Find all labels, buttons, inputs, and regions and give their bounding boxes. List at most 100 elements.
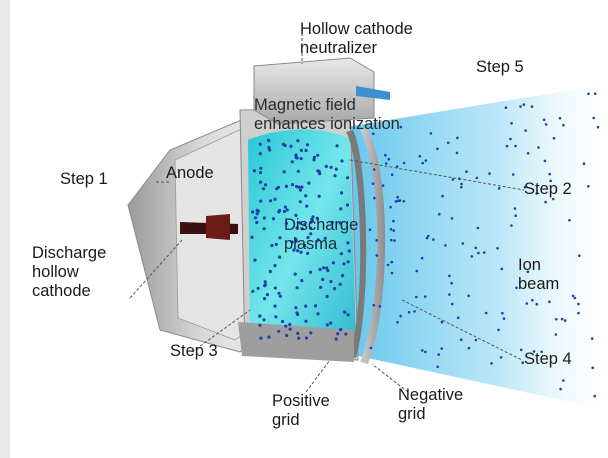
- ion-dot: [467, 346, 471, 350]
- ion-dot: [522, 103, 526, 106]
- ion-dot: [524, 129, 527, 132]
- ion-dot: [259, 180, 263, 184]
- ion-dot: [318, 172, 322, 176]
- ion-dot: [256, 286, 260, 290]
- ion-dot: [554, 333, 558, 336]
- ion-dot: [339, 252, 343, 256]
- ion-dot: [525, 302, 529, 305]
- ion-dot: [475, 176, 479, 180]
- ion-dot: [255, 212, 259, 216]
- ion-dot: [504, 106, 508, 109]
- ion-dot: [258, 314, 262, 318]
- ion-dot: [396, 195, 399, 199]
- ion-dot: [573, 296, 577, 300]
- ion-dot: [258, 152, 262, 156]
- ion-dot: [392, 219, 395, 223]
- label-step-3: Step 3: [170, 342, 218, 360]
- ion-dot: [278, 208, 282, 213]
- ion-dot: [540, 350, 543, 354]
- ion-dot: [460, 186, 463, 189]
- ion-dot: [323, 236, 327, 240]
- ion-dot: [448, 274, 451, 278]
- ion-dots: [250, 92, 600, 398]
- ion-dot: [278, 255, 282, 259]
- ion-dot: [526, 152, 530, 155]
- ion-dot: [329, 321, 333, 325]
- ion-dot: [271, 217, 276, 221]
- ion-dot: [500, 267, 504, 271]
- label-anode: Anode: [166, 164, 214, 182]
- ion-dot: [258, 171, 263, 175]
- ion-dot: [526, 270, 530, 274]
- leader-lines: [129, 28, 525, 393]
- ion-dot: [325, 323, 329, 327]
- ion-dot: [285, 208, 289, 212]
- ion-dot: [324, 164, 328, 168]
- ion-dot: [333, 287, 337, 291]
- ion-dot: [390, 238, 393, 242]
- ion-dot: [262, 318, 266, 322]
- ion-dot: [262, 227, 266, 231]
- ion-dot: [555, 318, 558, 321]
- ion-dot: [296, 331, 300, 335]
- ion-dot: [450, 217, 454, 220]
- ion-dot: [346, 241, 350, 245]
- ion-dot: [537, 146, 540, 149]
- ion-dot: [544, 200, 547, 204]
- label-step-4: Step 4: [524, 350, 572, 368]
- ion-dot: [390, 271, 394, 275]
- ion-dot: [250, 235, 254, 239]
- ion-dot: [558, 116, 562, 120]
- ion-dot: [275, 187, 279, 191]
- bottom-ring: [238, 322, 354, 362]
- ion-dot: [499, 356, 503, 359]
- ion-dot: [548, 172, 551, 176]
- ion-thruster-illustration: [127, 28, 608, 410]
- ion-dot: [399, 125, 403, 129]
- ion-dot: [427, 234, 430, 238]
- ion-dot: [340, 159, 344, 163]
- ion-dot: [438, 212, 441, 216]
- ion-dot: [312, 158, 316, 162]
- ion-dot: [329, 165, 333, 169]
- ion-dot: [307, 181, 311, 185]
- ion-dot: [309, 226, 313, 230]
- ion-dot: [300, 279, 304, 283]
- ion-dot: [262, 297, 267, 301]
- ion-dot: [339, 328, 343, 332]
- ion-dot: [415, 295, 418, 299]
- ion-dot: [298, 221, 302, 225]
- label-hollow-cathode-neutralizer: Hollow cathode neutralizer: [300, 20, 413, 57]
- ion-dot: [513, 207, 517, 210]
- ion-dot: [255, 220, 259, 225]
- ion-dot: [296, 249, 300, 253]
- ion-dot: [389, 227, 393, 231]
- ion-dot: [259, 199, 263, 203]
- ion-dot: [294, 155, 298, 159]
- ion-dot: [384, 153, 387, 157]
- ion-dot: [415, 269, 419, 273]
- ion-dot: [259, 336, 263, 340]
- ion-dot: [344, 332, 348, 336]
- ion-dot: [289, 144, 293, 148]
- ion-dot: [501, 311, 504, 315]
- ion-dot: [295, 226, 299, 230]
- ion-dot: [535, 302, 539, 306]
- ion-dot: [429, 132, 433, 135]
- ion-dot: [305, 143, 310, 147]
- ion-dot: [316, 238, 320, 242]
- ion-dot: [398, 199, 402, 202]
- ion-dot: [510, 122, 513, 125]
- ion-dot: [514, 144, 517, 148]
- ion-dot: [394, 200, 398, 203]
- ion-dot: [295, 286, 299, 290]
- ion-dot: [590, 337, 594, 340]
- ion-dot: [467, 294, 470, 298]
- ion-dot: [386, 263, 390, 267]
- ion-dot: [371, 182, 375, 185]
- ion-dot: [294, 237, 298, 241]
- ion-dot: [390, 260, 394, 264]
- ion-dot: [474, 338, 478, 342]
- ion-dot: [304, 148, 308, 153]
